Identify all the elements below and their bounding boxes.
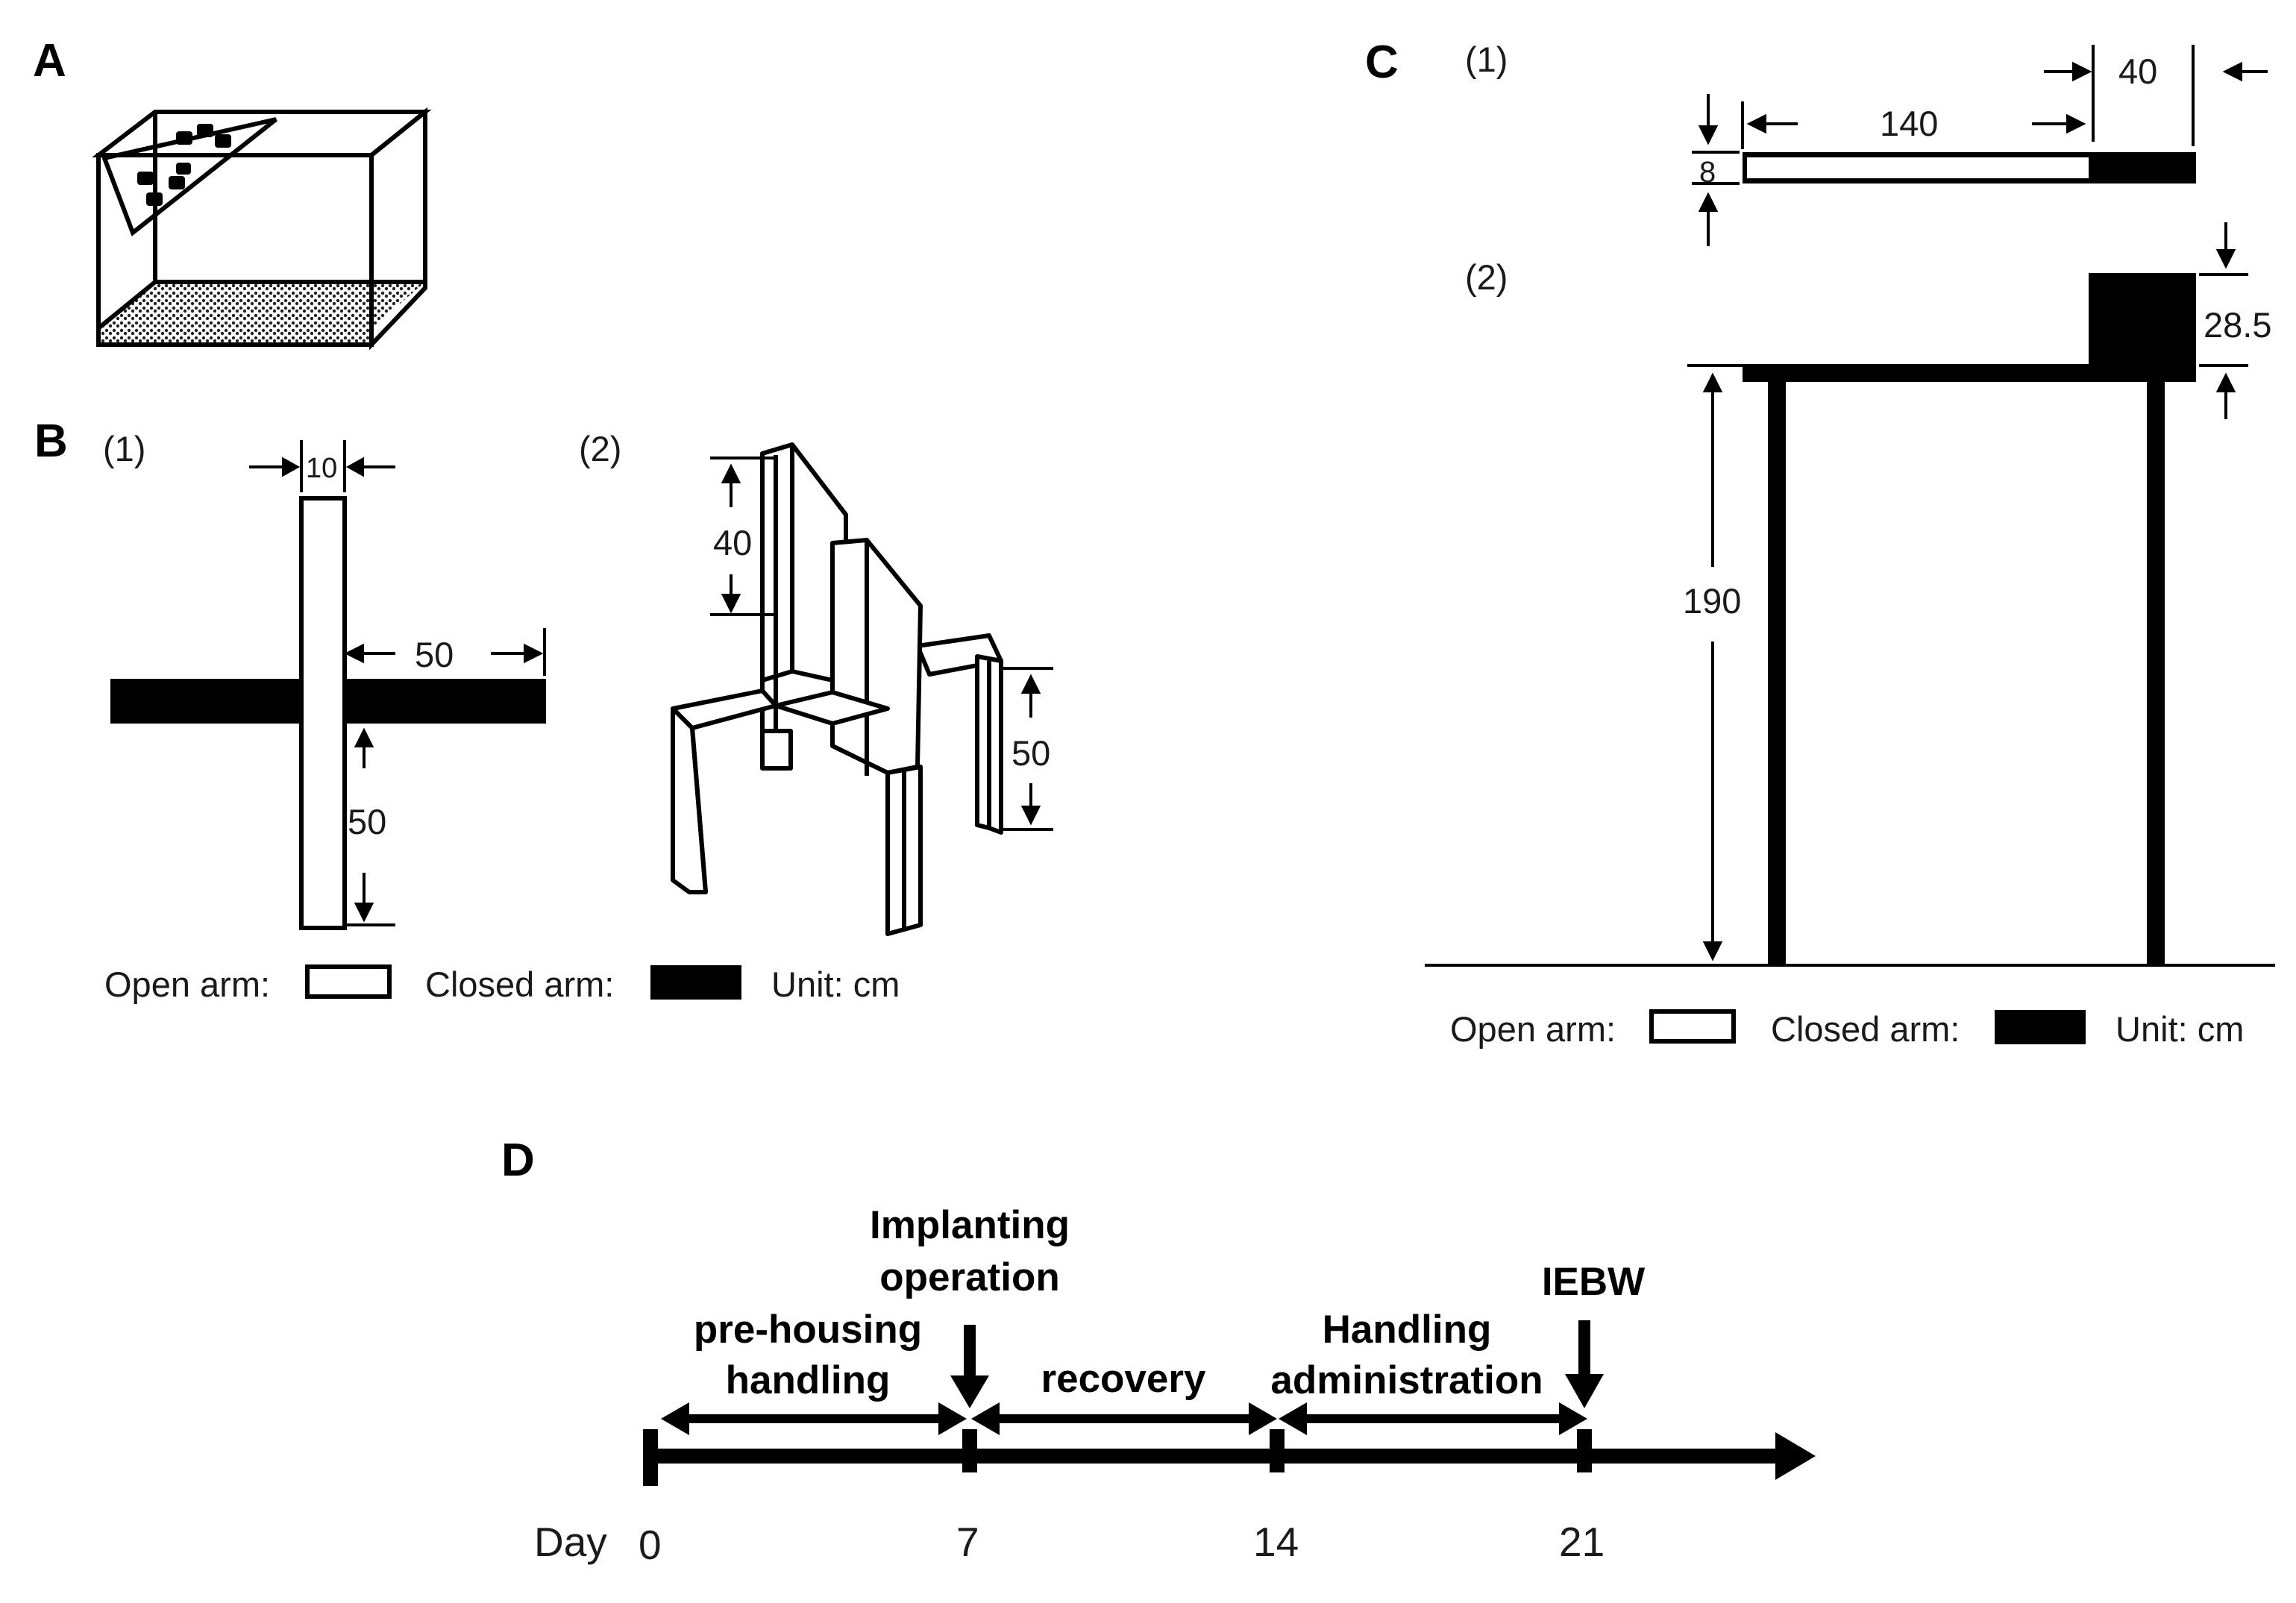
tick-day-0: [643, 1429, 658, 1486]
c2-leg-height-dim: 190: [1683, 581, 1741, 621]
c1-open-length-dim: 140: [1880, 104, 1938, 143]
c2-floor: [1425, 964, 2275, 967]
c-legend-open-swatch: [1649, 1009, 1736, 1044]
c-legend: Open arm: Closed arm: Unit: cm: [1450, 1009, 2244, 1049]
panel-a: A: [33, 35, 432, 351]
axis-label-day: Day: [534, 1519, 607, 1565]
b-legend-open-swatch: [305, 964, 392, 999]
b-legend-open-label: Open arm:: [104, 964, 270, 1004]
b2-wall-height-dim: 40: [713, 523, 752, 562]
panel-a-label: A: [33, 35, 66, 87]
panel-b: B (1) (2) 10 5: [34, 415, 1053, 1004]
panel-c-label: C: [1365, 37, 1399, 88]
panel-d: D Day 0 7 14 21: [501, 1135, 1816, 1568]
panel-d-label: D: [501, 1135, 535, 1186]
b1-plus-maze-top-view: 10 50 50: [110, 440, 546, 930]
b1-open-arm: [299, 496, 347, 930]
c2-closed-wall: [2089, 273, 2196, 382]
event-arrows: [950, 1320, 1604, 1408]
b-legend-unit: Unit: cm: [771, 964, 900, 1004]
b2-plus-maze-isometric: [671, 442, 1003, 936]
c1-closed-length-dim: 40: [2118, 51, 2157, 91]
phase-handling-line1: Handling: [1323, 1308, 1492, 1352]
phase-recovery: recovery: [1041, 1357, 1206, 1401]
c2-runway-side-view: [1425, 273, 2275, 967]
b1-closed-length-dim: 50: [415, 635, 454, 674]
tick-label-7: 7: [956, 1519, 979, 1565]
panel-c: C (1) (2): [1365, 37, 2275, 1049]
b-legend: Open arm: Closed arm: Unit: cm: [104, 964, 900, 1004]
phase-prehousing-line1: pre-housing: [694, 1308, 922, 1352]
tick-day-21: [1577, 1429, 1592, 1472]
panel-c-sub2: (2): [1465, 257, 1508, 297]
tick-label-14: 14: [1253, 1519, 1299, 1565]
c2-wall-height-dim: 28.5: [2204, 305, 2271, 345]
cage-drawing: [92, 107, 432, 351]
c-legend-unit: Unit: cm: [2115, 1009, 2244, 1049]
c-legend-closed-label: Closed arm:: [1771, 1009, 1960, 1049]
tick-day-14: [1270, 1429, 1285, 1472]
event-implant-line1: Implanting: [870, 1203, 1070, 1247]
c1-runway-top-view: [1743, 152, 2196, 183]
tick-label-0: 0: [639, 1522, 662, 1568]
food-pellets: [137, 124, 231, 206]
b1-width-dim: 10: [306, 453, 337, 484]
phase-prehousing-line2: handling: [726, 1358, 891, 1402]
c1-width-dim: 8: [1699, 156, 1716, 189]
panel-b-sub1: (1): [103, 429, 145, 468]
phase-handling-line2: administration: [1270, 1358, 1543, 1402]
event-iebw: IEBW: [1542, 1260, 1645, 1304]
c2-leg-right: [2147, 379, 2165, 965]
event-implant-line2: operation: [879, 1255, 1059, 1299]
panel-b-label: B: [34, 415, 68, 467]
b1-open-length-dim: 50: [348, 802, 386, 841]
b-legend-closed-swatch: [650, 965, 741, 1000]
b-legend-closed-label: Closed arm:: [425, 964, 614, 1004]
c-legend-open-label: Open arm:: [1450, 1009, 1616, 1049]
c1-open-part: [1747, 157, 2089, 178]
tick-day-7: [962, 1429, 977, 1472]
timeline-axis: [643, 1429, 1816, 1486]
tick-label-21: 21: [1559, 1519, 1605, 1565]
panel-b-sub2: (2): [579, 429, 621, 468]
b2-leg-height-dim: 50: [1011, 733, 1050, 773]
c-legend-closed-swatch: [1995, 1010, 2086, 1044]
phase-arrows: [661, 1402, 1587, 1435]
c2-leg-left: [1768, 379, 1786, 965]
panel-c-sub1: (1): [1465, 40, 1508, 79]
